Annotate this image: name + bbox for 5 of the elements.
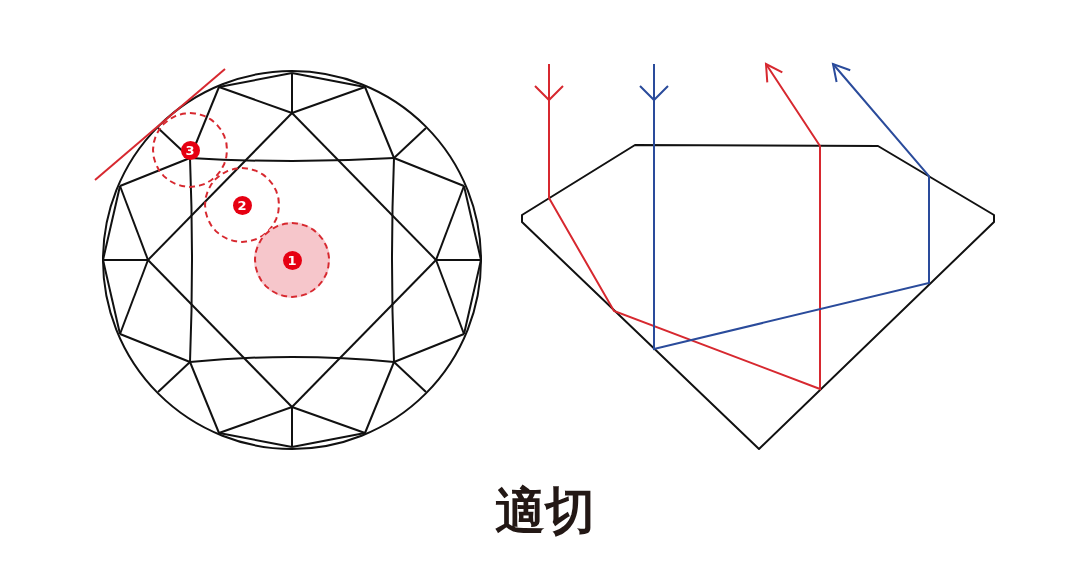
callout-number: 2 <box>232 195 252 215</box>
title: 適切 <box>495 481 595 542</box>
callout-number: 1 <box>282 250 302 270</box>
callout-number: 3 <box>180 140 200 160</box>
dashed-circle <box>152 112 228 188</box>
